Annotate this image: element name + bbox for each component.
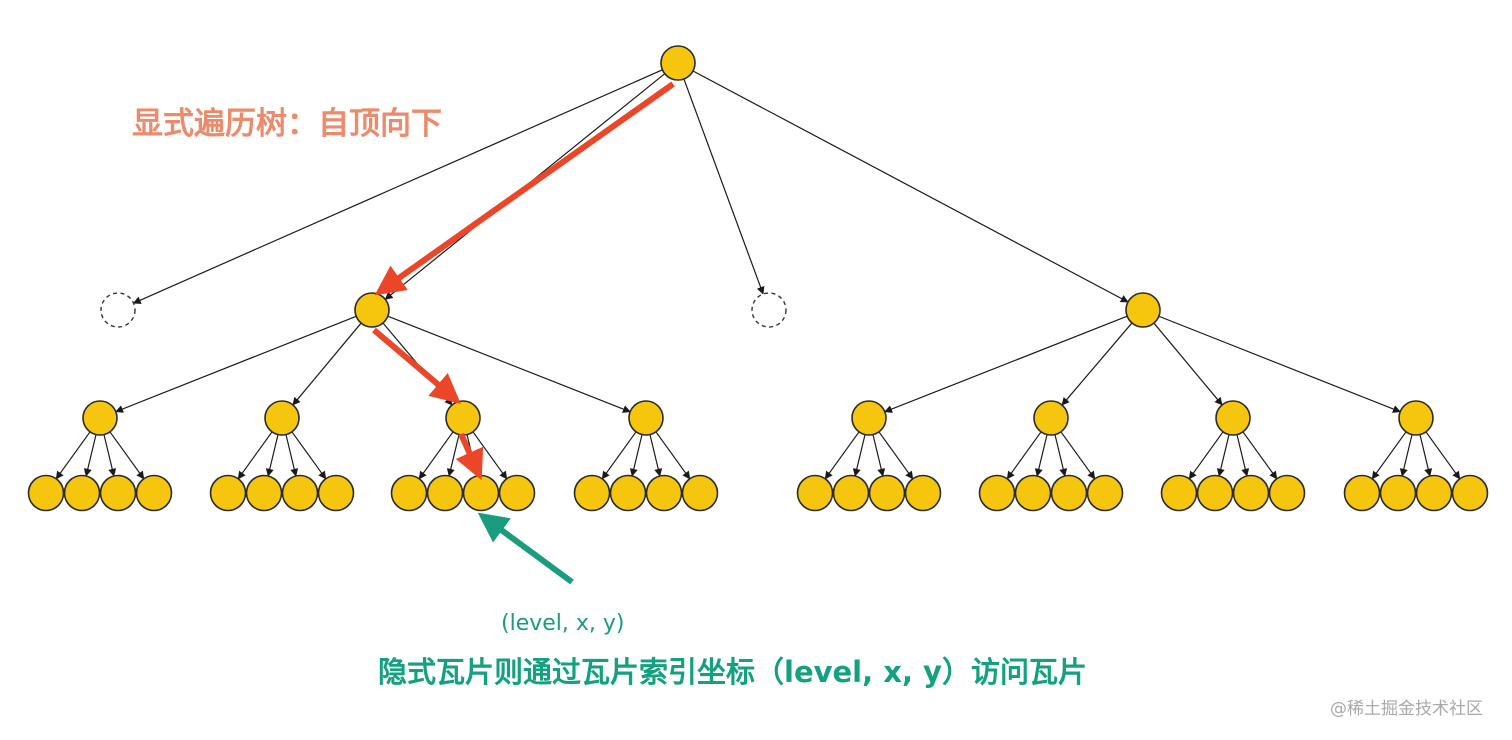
level2-tile-node <box>1398 400 1434 436</box>
leaf-tile-node <box>1232 474 1270 512</box>
level1-tile-node <box>354 292 390 328</box>
edge-level2-to-leaf <box>285 434 299 477</box>
edge-level2-to-leaf <box>291 431 327 480</box>
level2-tile-node <box>82 400 118 436</box>
level2-tile-node <box>851 400 887 436</box>
leaf-tile-node <box>209 474 247 512</box>
leaf-tile-node <box>99 474 137 512</box>
edge-level2-to-leaf <box>55 431 91 480</box>
edge-level2-to-leaf <box>1425 431 1461 480</box>
leaf-tile-node <box>245 474 283 512</box>
level2-tile-node <box>264 400 300 436</box>
edge-root-to-level1 <box>132 69 663 304</box>
direct-access-arrow <box>477 512 574 585</box>
leaf-tile-node <box>1050 474 1088 512</box>
leaf-tile-node <box>390 474 428 512</box>
edge-level2-to-leaf <box>418 431 454 480</box>
edge-level2-to-leaf <box>1216 434 1230 477</box>
edge-level2-to-leaf <box>265 434 279 477</box>
edge-root-to-level1 <box>692 70 1129 303</box>
edge-level1-to-level2 <box>1158 315 1401 413</box>
edge-level2-to-leaf <box>237 431 273 480</box>
root-tile-node <box>660 45 696 81</box>
leaf-tile-node <box>498 474 536 512</box>
level2-tile-node <box>1215 400 1251 436</box>
leaf-tile-node <box>904 474 942 512</box>
edge-level2-to-leaf <box>1188 431 1224 480</box>
traversal-arrow-root-to-level1 <box>374 81 675 296</box>
edge-level2-to-leaf <box>446 434 460 477</box>
empty-tile-node <box>100 292 136 328</box>
edge-level2-to-leaf <box>872 434 886 477</box>
edge-level2-to-leaf <box>103 434 117 477</box>
edge-level2-to-leaf <box>83 434 97 477</box>
leaf-tile-node <box>832 474 870 512</box>
edge-level2-to-leaf <box>1236 434 1250 477</box>
edge-level2-to-leaf <box>852 434 866 477</box>
edge-level1-to-level2 <box>1153 322 1223 406</box>
leaf-tile-node <box>426 474 464 512</box>
leaf-tile-node <box>1086 474 1124 512</box>
leaf-tile-node <box>135 474 173 512</box>
leaf-tile-node <box>63 474 101 512</box>
leaf-tile-node <box>573 474 611 512</box>
edge-level2-to-leaf <box>1242 431 1278 480</box>
watermark: @稀土掘金技术社区 <box>1330 699 1483 719</box>
leaf-tile-node <box>1014 474 1052 512</box>
leaf-tile-node <box>1343 474 1381 512</box>
edge-level2-to-leaf <box>629 434 643 477</box>
edge-level2-to-leaf <box>655 431 691 480</box>
edge-level2-to-leaf <box>1371 431 1407 480</box>
leaf-tile-node <box>1451 474 1489 512</box>
leaf-tile-node <box>281 474 319 512</box>
coordinate-label: (level, x, y) <box>501 611 625 636</box>
edge-level2-to-leaf <box>1034 434 1048 477</box>
edge-level2-to-leaf <box>1054 434 1068 477</box>
leaf-tile-node <box>681 474 719 512</box>
edge-level1-to-level2 <box>884 315 1128 413</box>
level2-tile-node <box>628 400 664 436</box>
edge-level2-to-leaf <box>824 431 860 480</box>
level2-tile-node <box>1033 400 1069 436</box>
leaf-tile-node <box>1268 474 1306 512</box>
edge-level1-to-level2 <box>387 315 631 413</box>
edge-level1-to-level2 <box>1061 322 1133 406</box>
leaf-tile-node <box>978 474 1016 512</box>
leaf-tile-node <box>1379 474 1417 512</box>
empty-tile-node <box>751 292 787 328</box>
leaf-tile-node <box>1415 474 1453 512</box>
edge-level2-to-leaf <box>601 431 637 480</box>
edge-level2-to-leaf <box>472 431 508 480</box>
leaf-tile-node <box>796 474 834 512</box>
leaf-tile-node <box>462 474 500 512</box>
explicit-traversal-label: 显式遍历树：自顶向下 <box>132 106 442 142</box>
edge-level2-to-leaf <box>1060 431 1096 480</box>
leaf-tile-node <box>317 474 355 512</box>
edge-level2-to-leaf <box>1006 431 1042 480</box>
edge-root-to-level1 <box>683 78 765 295</box>
edge-level2-to-leaf <box>109 431 145 480</box>
leaf-tile-node <box>1196 474 1234 512</box>
traversal-arrow-level1-to-level2 <box>372 327 461 404</box>
leaf-tile-node <box>609 474 647 512</box>
edge-level2-to-leaf <box>649 434 663 477</box>
leaf-tile-node <box>645 474 683 512</box>
edge-level1-to-level2 <box>115 315 357 413</box>
edge-level2-to-leaf <box>1399 434 1413 477</box>
level2-tile-node <box>445 400 481 436</box>
edge-level1-to-level2 <box>292 322 362 406</box>
edge-level2-to-leaf <box>878 431 914 480</box>
tree-nodes <box>27 45 1489 512</box>
edge-level2-to-leaf <box>1419 434 1433 477</box>
leaf-tile-node <box>868 474 906 512</box>
level1-tile-node <box>1125 292 1161 328</box>
implicit-access-label: 隐式瓦片则通过瓦片索引坐标（level, x, y）访问瓦片 <box>378 655 1087 689</box>
traversal-arrow-level2-to-leaf <box>455 432 484 481</box>
leaf-tile-node <box>27 474 65 512</box>
leaf-tile-node <box>1160 474 1198 512</box>
